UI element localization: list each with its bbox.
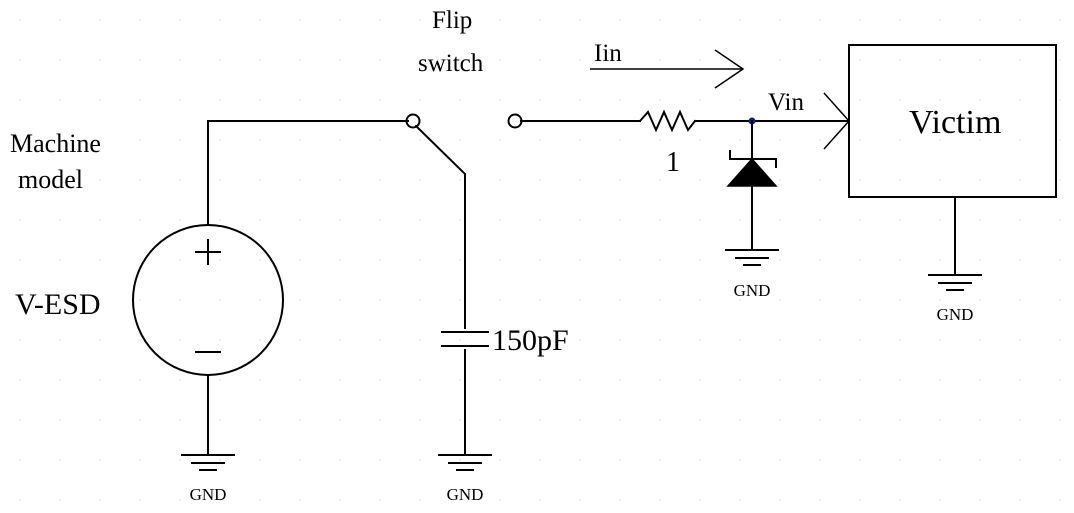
switch-label-line1: Flip [432,7,472,34]
ground-symbol-source [181,454,235,471]
wire-source-to-switch [207,120,409,226]
ground-symbol-capacitor [438,454,492,471]
ground-label-diode: GND [734,281,771,300]
current-label: Iin [594,40,622,67]
switch-contact-right [507,113,523,129]
resistor-zigzag [638,109,697,133]
capacitor-value-label: 150pF [492,324,569,357]
voltage-label: Vin [768,89,804,116]
victim-label: Victim [909,104,1001,141]
resistor-value-label: 1 [666,147,680,178]
schematic-grid [19,19,1061,501]
ground-label-capacitor: GND [447,485,484,504]
diode-triangle [726,157,778,187]
victim-box [848,44,1057,198]
source-label: V-ESD [15,288,101,321]
switch-contact-left [405,113,421,129]
capacitor [441,331,489,347]
ground-label-source: GND [190,485,227,504]
machine-model-label-line2: model [18,165,83,194]
current-arrow [590,49,745,89]
machine-model-label-line1: Machine [10,129,101,158]
ground-symbol-victim [928,274,982,291]
switch-label-line2: switch [418,50,484,77]
ground-label-victim: GND [937,305,974,324]
switch-lever [414,124,467,176]
flip-switch [405,113,523,176]
ground-symbol-diode [725,249,779,266]
